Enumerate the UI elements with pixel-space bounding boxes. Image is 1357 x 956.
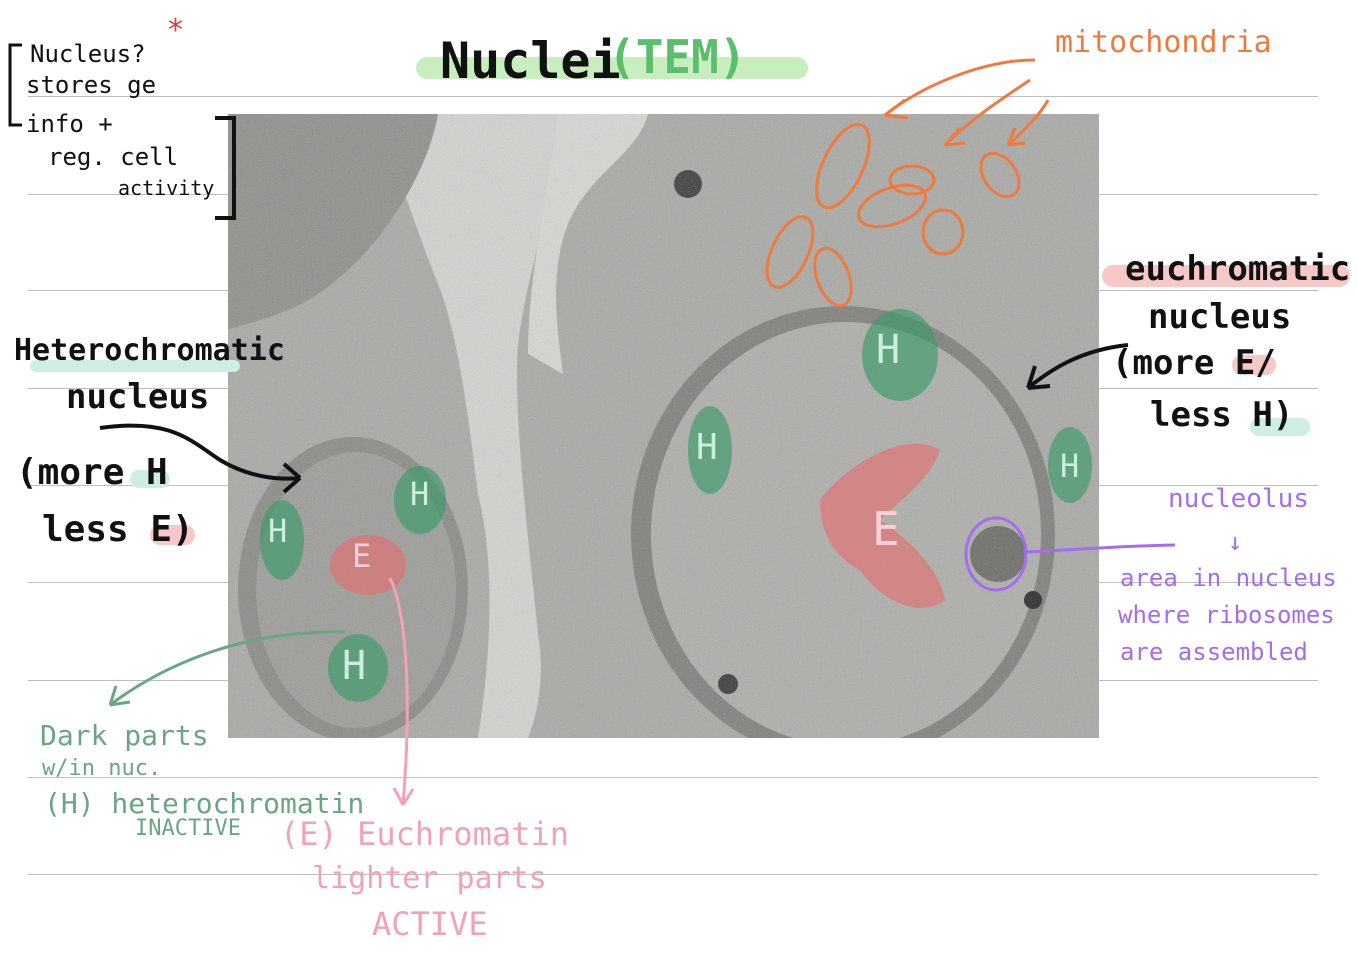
- dark-parts-note: Dark parts: [40, 719, 209, 752]
- h-highlight: [130, 470, 170, 488]
- e-highlight: [150, 525, 195, 545]
- h-patch: [394, 466, 446, 534]
- green-arrow: [108, 630, 346, 707]
- dark-parts-note: (H) heterochromatin: [44, 787, 365, 820]
- light-parts-note: (E) Euchromatin: [280, 815, 569, 853]
- e-patch: [330, 535, 406, 595]
- e-highlight: [1232, 355, 1276, 375]
- euchromatic-label-2: nucleus: [1148, 297, 1292, 337]
- heterochromatic-label-2: nucleus: [66, 377, 210, 417]
- light-parts-note: ACTIVE: [372, 905, 488, 943]
- e-patch: [820, 443, 945, 609]
- h-mark: H: [410, 475, 430, 513]
- top-note-line: stores ge: [26, 71, 157, 99]
- heterochromatic-label: Heterochromatic: [14, 333, 285, 368]
- page-title: Nuclei: [440, 32, 621, 90]
- top-note-line: activity: [118, 176, 215, 200]
- h-patch: [688, 406, 732, 494]
- dark-parts-note: w/in nuc.: [42, 756, 162, 781]
- euchromatic-highlight: [1102, 265, 1350, 287]
- h-patch: [328, 634, 388, 702]
- star-mark-icon: *: [168, 13, 183, 48]
- heterochromatic-label-3: (more H: [16, 452, 168, 493]
- euchromatic-label: euchromatic: [1125, 249, 1351, 289]
- heterochromatic-label-4: less E): [42, 509, 194, 550]
- mitochondria-outlines: [765, 122, 1021, 308]
- e-mark: E: [872, 502, 900, 556]
- pink-arrow: [388, 577, 415, 806]
- euchromatin-marks: [330, 443, 945, 609]
- h-patch: [862, 309, 938, 401]
- nucleolus-callout: [964, 516, 1176, 592]
- top-note-line: Nucleus?: [30, 40, 146, 68]
- heterochromatic-highlight: [30, 360, 240, 372]
- nucleolus-label: nucleolus: [1168, 484, 1309, 514]
- h-patch: [1048, 427, 1092, 503]
- h-mark: H: [268, 512, 288, 550]
- h-patch: [260, 500, 304, 580]
- mitochondria-arrows: [884, 58, 1050, 147]
- nucleolus-line: [1025, 543, 1176, 554]
- heterochromatin-marks: [260, 309, 1092, 702]
- left-bracket: [8, 43, 22, 127]
- mitochondria-label: mitochondria: [1055, 25, 1272, 60]
- nucleolus-arrow-icon: ↓: [1228, 528, 1243, 556]
- light-parts-note: lighter parts: [312, 861, 547, 896]
- e-mark: E: [352, 537, 372, 575]
- nucleolus-desc: where ribosomes: [1118, 601, 1335, 629]
- top-note-line: info +: [26, 110, 113, 138]
- h-mark: H: [342, 643, 367, 689]
- euchromatic-label-4: less H): [1150, 395, 1294, 435]
- notebook-rule: [28, 777, 1318, 778]
- top-note-line: reg. cell: [48, 143, 179, 171]
- right-bracket: [215, 116, 236, 220]
- h-mark: H: [696, 427, 718, 468]
- notebook-rule: [28, 874, 1318, 875]
- notebook-rule: [28, 96, 1318, 97]
- dark-parts-note: INACTIVE: [135, 816, 241, 841]
- nucleolus-circle: [964, 516, 1028, 592]
- nucleolus-desc: area in nucleus: [1120, 564, 1337, 592]
- h-mark: H: [876, 327, 901, 373]
- euchromatic-label-3: (more E/: [1112, 343, 1276, 383]
- nucleolus-desc: are assembled: [1120, 638, 1308, 666]
- h-mark: H: [1060, 447, 1080, 485]
- title-highlight: [416, 57, 808, 79]
- h-highlight: [1250, 418, 1310, 436]
- page-title-tem: (TEM): [608, 30, 747, 84]
- black-arrows: [99, 343, 1129, 494]
